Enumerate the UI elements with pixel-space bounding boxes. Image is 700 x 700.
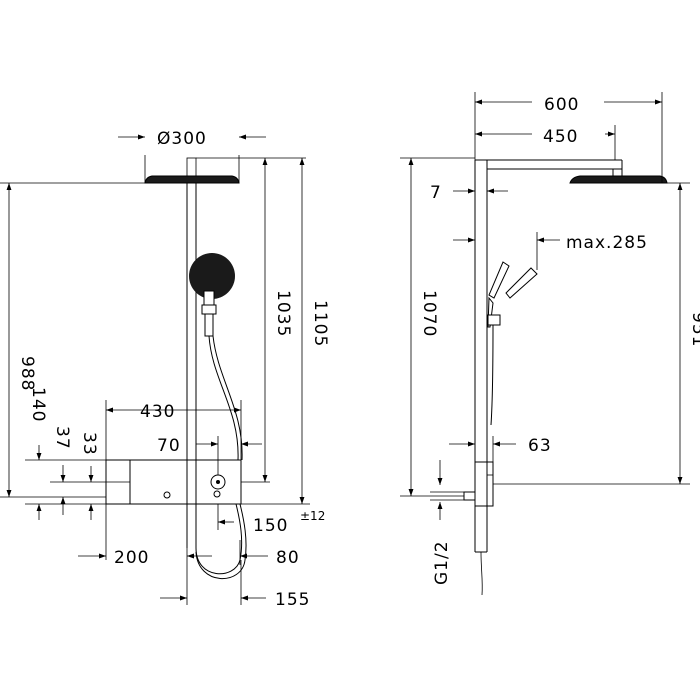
dim-rail-length: 1035 bbox=[273, 290, 293, 337]
riser-pipe bbox=[186, 183, 197, 548]
dim-140: 140 bbox=[28, 387, 48, 422]
dim-150-tolerance: ±12 bbox=[300, 509, 325, 523]
dim-thermostat-width: 430 bbox=[140, 402, 175, 422]
side-view: 600 450 7 max.285 1070 951 63 G1/2 bbox=[400, 92, 700, 596]
side-thermostat bbox=[463, 461, 494, 596]
side-dimension-lines bbox=[400, 92, 690, 520]
dim-height-951: 951 bbox=[688, 312, 700, 347]
dim-head-diameter: Ø300 bbox=[157, 129, 207, 149]
side-riser-pipe bbox=[474, 159, 488, 553]
dim-pipe: 7 bbox=[430, 183, 442, 203]
shower-arm bbox=[487, 159, 623, 176]
dim-height-1070: 1070 bbox=[419, 290, 439, 337]
dim-80: 80 bbox=[276, 548, 300, 568]
dim-arm-length: 450 bbox=[543, 127, 578, 147]
hose-loop bbox=[195, 503, 247, 580]
dim-155: 155 bbox=[275, 590, 310, 610]
dim-overall-height: 1105 bbox=[310, 300, 330, 347]
front-view: Ø300 988 1035 1105 430 70 140 37 33 200 … bbox=[0, 129, 330, 610]
dim-handle-offset: 70 bbox=[157, 436, 181, 456]
dim-wall: 63 bbox=[528, 436, 552, 456]
side-shower-head bbox=[569, 175, 668, 184]
dim-37: 37 bbox=[52, 426, 72, 450]
overhead-shower-head bbox=[144, 157, 240, 184]
dim-33: 33 bbox=[79, 432, 99, 456]
dim-arm-reach: 600 bbox=[544, 95, 579, 115]
side-hand-shower bbox=[487, 261, 538, 426]
dim-total-height: 988 bbox=[17, 356, 37, 391]
dim-200: 200 bbox=[114, 548, 149, 568]
hand-shower bbox=[189, 253, 243, 461]
front-dimension-lines bbox=[0, 134, 310, 605]
dim-thread: G1/2 bbox=[432, 540, 452, 585]
dim-150: 150 bbox=[253, 516, 288, 536]
dim-max-handshower: max.285 bbox=[566, 233, 648, 253]
thermostat-body bbox=[105, 459, 242, 505]
